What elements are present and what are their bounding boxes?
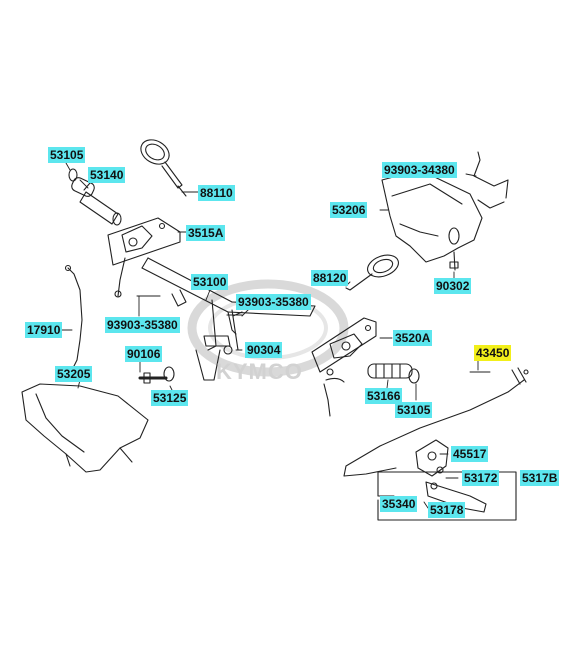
right-grip (367, 363, 420, 384)
part-label-53178[interactable]: 53178 (428, 502, 466, 518)
left-mirror (140, 139, 187, 197)
part-label-53166[interactable]: 53166 (365, 388, 403, 404)
part-label-3515A[interactable]: 3515A (186, 225, 226, 241)
part-label-93903-35380-left[interactable]: 93903-35380 (105, 317, 180, 333)
part-label-43450[interactable]: 43450 (474, 345, 512, 361)
watermark: KYMCO (216, 359, 303, 384)
watermark-ring (187, 279, 349, 377)
right-switch-bracket (311, 317, 377, 417)
part-label-90304[interactable]: 90304 (245, 342, 283, 358)
part-label-35340[interactable]: 35340 (380, 496, 418, 512)
part-label-53105[interactable]: 53105 (48, 147, 86, 163)
part-label-53172[interactable]: 53172 (462, 470, 500, 486)
part-label-93903-34380[interactable]: 93903-34380 (382, 162, 457, 178)
throttle-cable (64, 264, 83, 376)
throttle-grip (68, 168, 122, 226)
brake-lever-assembly (415, 439, 487, 513)
right-mirror (345, 254, 399, 291)
wiring-clip (473, 151, 509, 209)
brake-cable (343, 367, 529, 477)
part-label-93903-35380-right[interactable]: 93903-35380 (236, 294, 311, 310)
seat (21, 383, 149, 473)
front-cover (381, 169, 483, 263)
part-label-17910[interactable]: 17910 (25, 322, 63, 338)
part-label-45517[interactable]: 45517 (451, 446, 489, 462)
part-label-5317B[interactable]: 5317B (520, 470, 560, 486)
part-label-88110[interactable]: 88110 (198, 185, 235, 201)
part-label-53105-right[interactable]: 53105 (395, 402, 433, 418)
part-label-53125[interactable]: 53125 (151, 390, 189, 406)
part-label-53206[interactable]: 53206 (330, 202, 368, 218)
part-label-53140[interactable]: 53140 (88, 167, 126, 183)
part-label-90106[interactable]: 90106 (125, 346, 163, 362)
part-label-90302[interactable]: 90302 (434, 278, 472, 294)
part-label-53100[interactable]: 53100 (191, 274, 229, 290)
part-label-53205[interactable]: 53205 (55, 366, 93, 382)
part-label-3520A[interactable]: 3520A (393, 330, 433, 346)
handlebar (141, 257, 316, 381)
kit-bracket (377, 471, 517, 521)
left-switch-bracket (107, 217, 181, 298)
part-label-88120[interactable]: 88120 (311, 270, 349, 286)
